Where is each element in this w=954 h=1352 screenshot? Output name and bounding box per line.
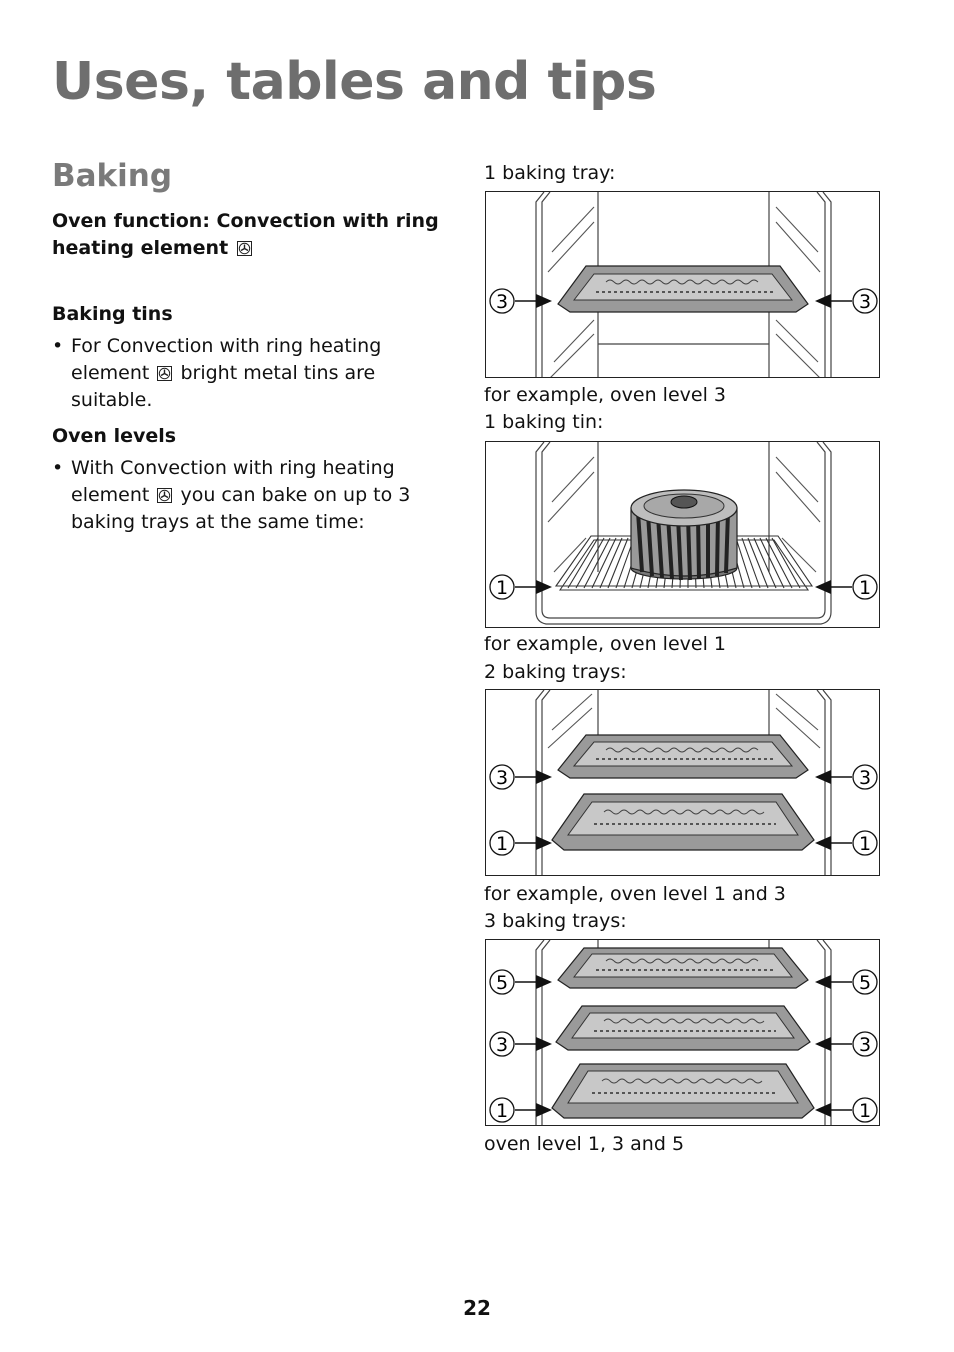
- svg-text:3: 3: [859, 291, 871, 313]
- level-marker-left-1: 1: [489, 574, 552, 600]
- oven-cavity: [535, 690, 832, 875]
- baking-tray: [557, 265, 809, 313]
- figure-2-label: 1 baking tin:: [484, 411, 604, 433]
- level-marker-right-1: 1: [815, 574, 878, 600]
- glass-reflection: [547, 206, 821, 377]
- figure-3-caption: for example, oven level 1 and 3: [484, 883, 786, 905]
- svg-text:3: 3: [496, 767, 508, 789]
- oven-levels-text-2: you can bake on up to 3 baking trays at …: [71, 484, 411, 533]
- oven-cavity: [535, 442, 832, 625]
- baking-tray-level-1: [551, 793, 815, 851]
- oven-levels-heading: Oven levels: [52, 425, 177, 447]
- level-marker-left-3: 3: [489, 288, 552, 314]
- svg-text:1: 1: [496, 833, 508, 855]
- convection-ring-icon: [157, 366, 173, 381]
- figure-4-label: 3 baking trays:: [484, 910, 627, 932]
- svg-text:5: 5: [859, 972, 871, 994]
- level-marker-right-1: 1: [815, 830, 878, 856]
- svg-text:3: 3: [859, 1034, 871, 1056]
- baking-tray-level-1: [551, 1063, 815, 1119]
- convection-ring-icon: [236, 241, 252, 256]
- glass-reflection: [547, 693, 821, 749]
- level-marker-left-1: 1: [489, 830, 552, 856]
- figure-1-label: 1 baking tray:: [484, 162, 616, 184]
- glass-reflection: [547, 456, 821, 573]
- oven-cavity: [535, 940, 832, 1125]
- figure-1-caption: for example, oven level 3: [484, 384, 726, 406]
- svg-text:3: 3: [496, 1034, 508, 1056]
- svg-text:1: 1: [859, 577, 871, 599]
- level-marker-right-1: 1: [815, 1097, 878, 1123]
- figure-2-oven-diagram: 1 1: [485, 441, 880, 628]
- baking-tray-level-5: [557, 947, 809, 989]
- level-marker-right-3: 3: [815, 764, 878, 790]
- oven-function-label: Oven function: Convection with ring heat…: [52, 210, 439, 259]
- svg-text:1: 1: [859, 1100, 871, 1122]
- baking-tins-text-1: For Convection with ring heating element: [71, 335, 382, 384]
- oven-function-text: Oven function: Convection with ring heat…: [52, 208, 452, 262]
- figure-3-label: 2 baking trays:: [484, 661, 627, 683]
- level-marker-left-3: 3: [489, 764, 552, 790]
- level-marker-left-1: 1: [489, 1097, 552, 1123]
- figure-4-oven-diagram: 5 5 3 3 1 1: [485, 939, 880, 1126]
- baking-tin: [630, 489, 738, 581]
- svg-text:1: 1: [859, 833, 871, 855]
- left-column: Oven function: Convection with ring heat…: [52, 208, 452, 536]
- section-title-baking: Baking: [52, 158, 173, 194]
- figure-1-oven-diagram: 3 3: [485, 191, 880, 378]
- svg-text:1: 1: [496, 1100, 508, 1122]
- page-title: Uses, tables and tips: [52, 52, 657, 112]
- oven-levels-bullet: With Convection with ring heating elemen…: [52, 455, 452, 536]
- level-marker-right-3: 3: [815, 1031, 878, 1057]
- level-marker-left-5: 5: [489, 969, 552, 995]
- svg-text:1: 1: [496, 577, 508, 599]
- figure-3-oven-diagram: 3 3 1 1: [485, 689, 880, 876]
- baking-tray-level-3: [557, 734, 809, 779]
- svg-text:5: 5: [496, 972, 508, 994]
- svg-text:3: 3: [859, 767, 871, 789]
- level-marker-right-3: 3: [815, 288, 878, 314]
- baking-tray-level-3: [555, 1005, 811, 1051]
- baking-tins-text-2: bright metal tins are suitable.: [71, 362, 376, 411]
- convection-ring-icon: [157, 488, 173, 503]
- figure-2-caption: for example, oven level 1: [484, 633, 726, 655]
- page-number: 22: [463, 1296, 491, 1320]
- level-marker-left-3: 3: [489, 1031, 552, 1057]
- oven-levels-text-1: With Convection with ring heating elemen…: [71, 457, 395, 506]
- baking-tins-bullet: For Convection with ring heating element…: [52, 333, 452, 414]
- baking-tins-heading: Baking tins: [52, 303, 173, 325]
- svg-text:3: 3: [496, 291, 508, 313]
- level-marker-right-5: 5: [815, 969, 878, 995]
- figure-4-caption: oven level 1, 3 and 5: [484, 1133, 685, 1155]
